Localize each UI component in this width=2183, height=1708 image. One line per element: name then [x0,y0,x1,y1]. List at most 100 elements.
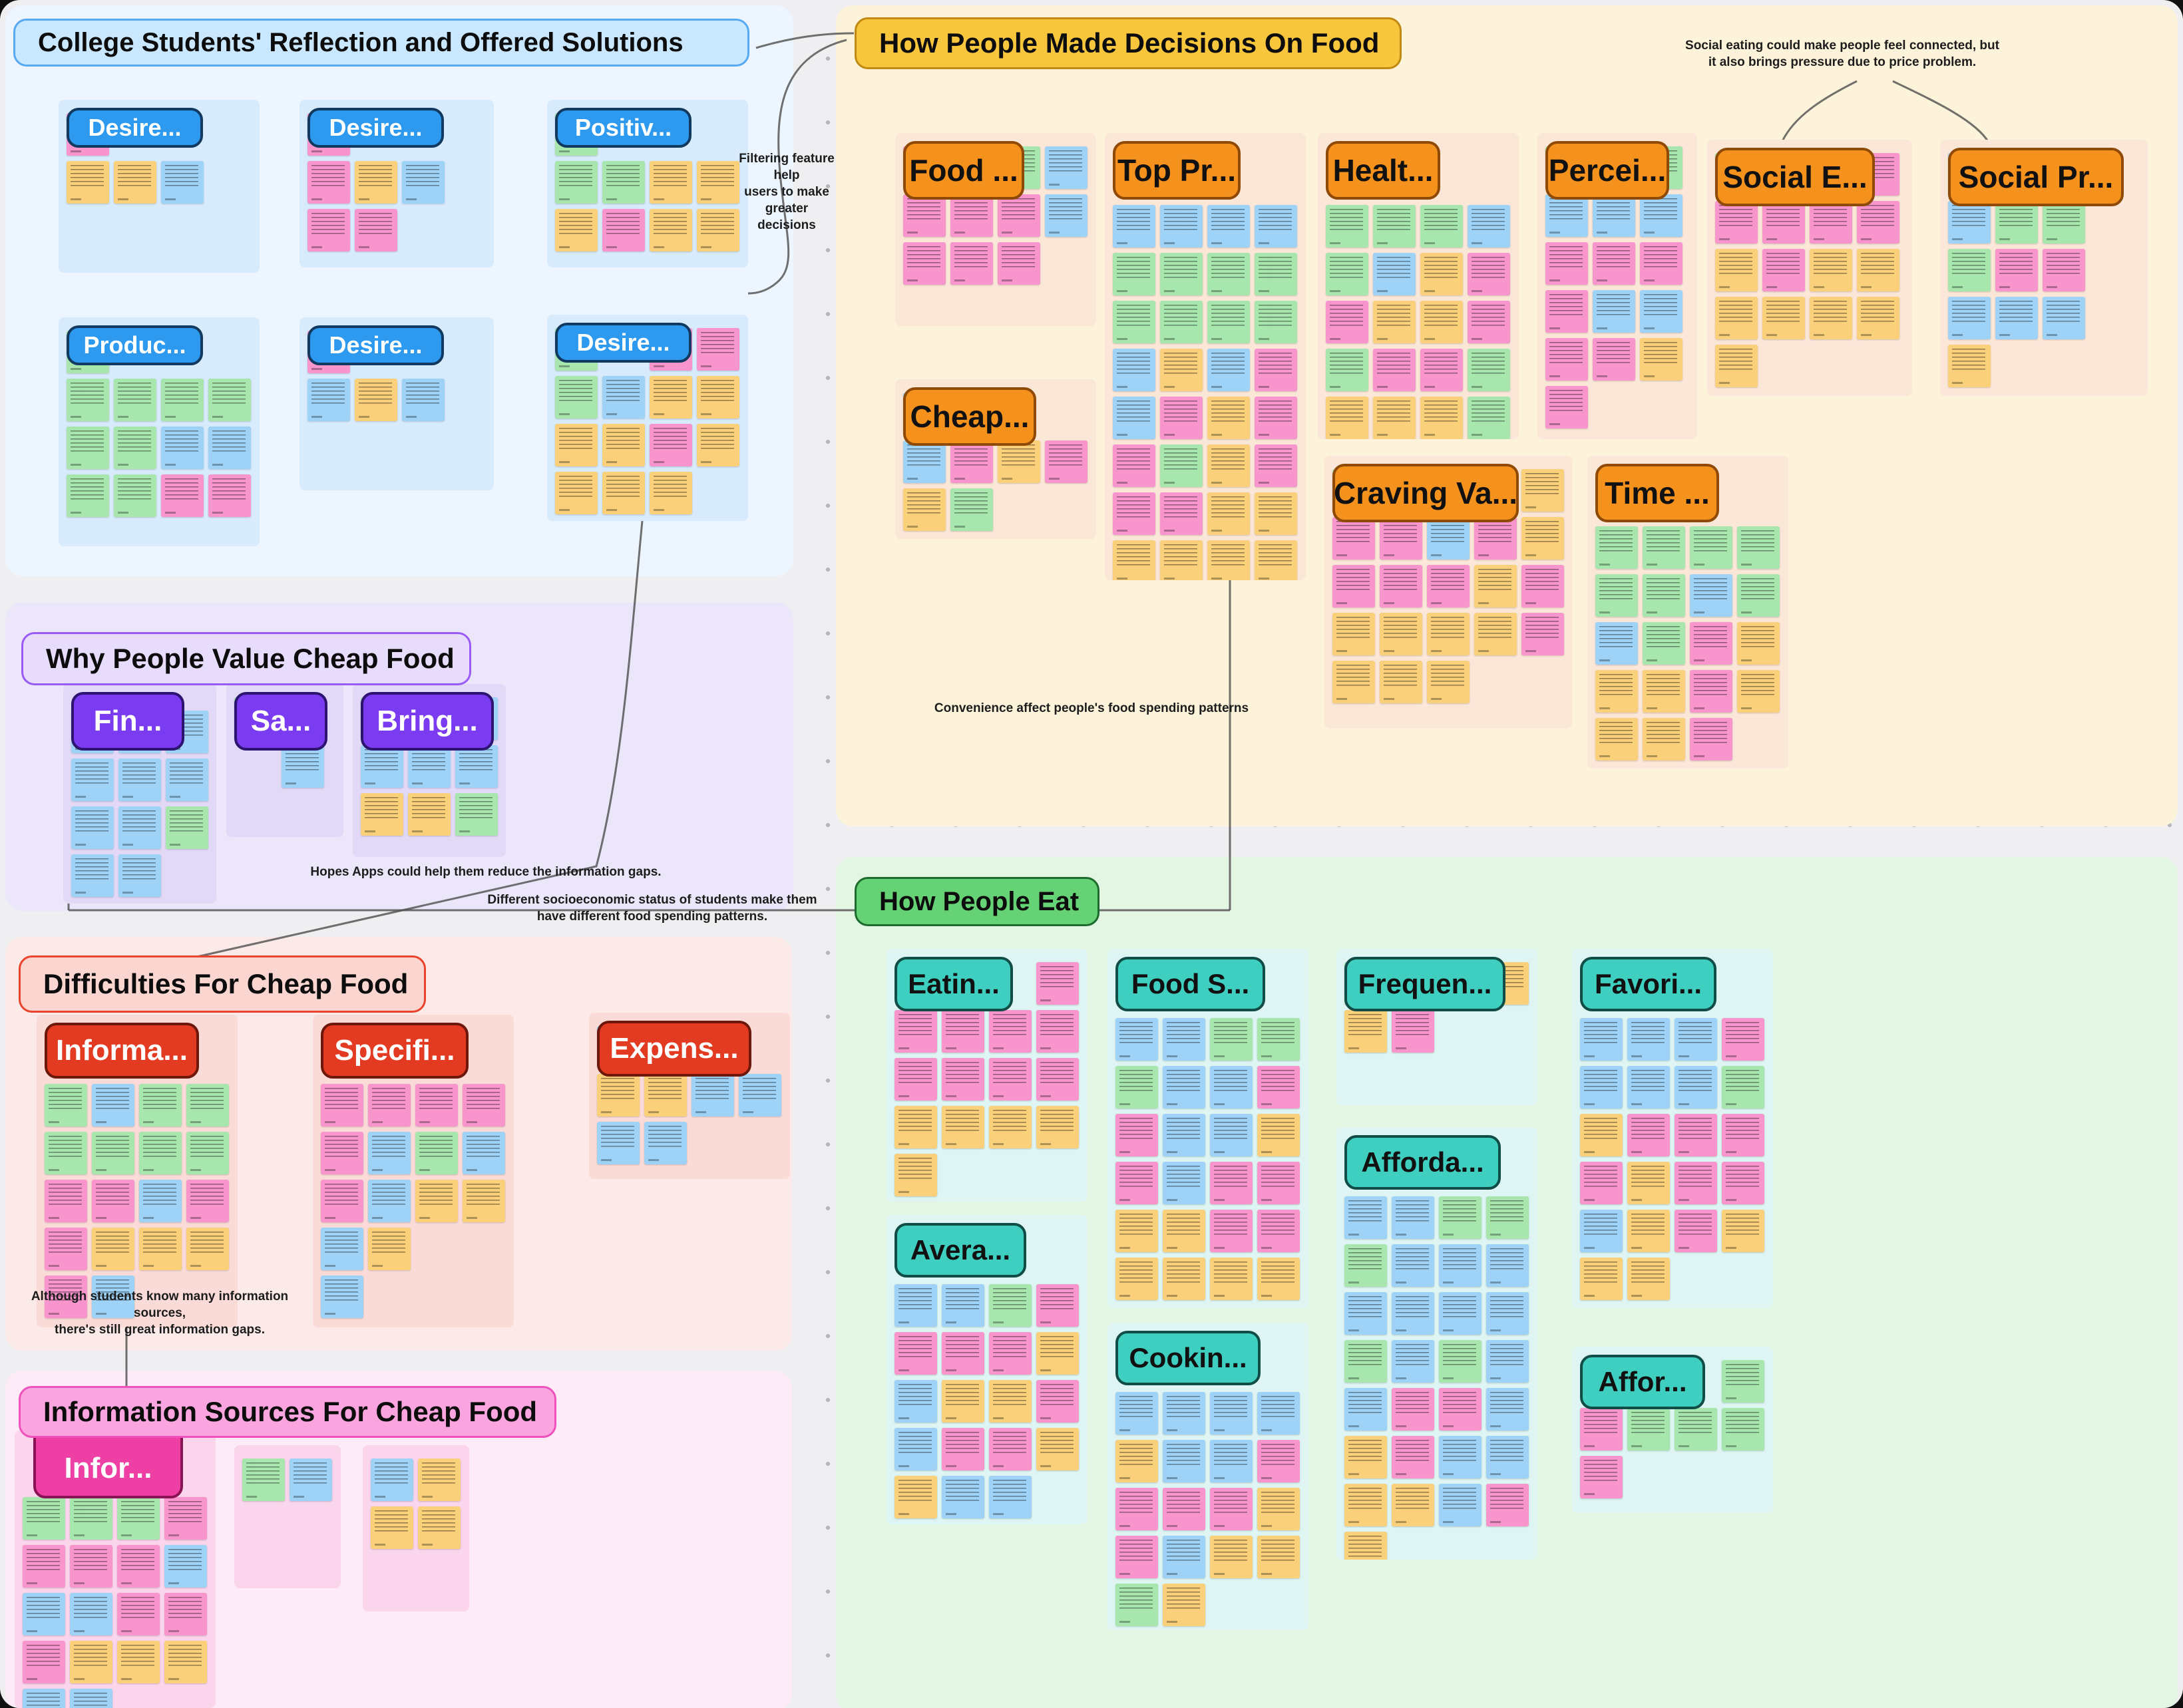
sticky-note[interactable] [1580,1018,1623,1061]
sticky-note[interactable] [1690,622,1732,665]
sticky-note[interactable] [1722,1408,1764,1451]
sticky-note[interactable] [555,209,598,252]
sticky-note[interactable] [989,1476,1032,1518]
sticky-note[interactable] [1439,1196,1482,1239]
how-people-eat-group-pill-0[interactable]: Eatin... [894,957,1013,1011]
sticky-note[interactable] [1810,201,1852,244]
sticky-note[interactable] [23,1641,65,1683]
sticky-note[interactable] [942,1428,984,1470]
sticky-note[interactable] [368,1084,411,1126]
value-cheap-food-group-pill-1[interactable]: Sa... [234,692,327,751]
sticky-note[interactable] [1627,1258,1670,1300]
sticky-note[interactable] [1115,1162,1158,1204]
sticky-note[interactable] [1392,1340,1434,1383]
sticky-note[interactable] [697,161,739,204]
sticky-note[interactable] [555,472,598,514]
sticky-note[interactable] [555,424,598,466]
reflection-group-pill-1[interactable]: Desire... [307,108,444,148]
sticky-note[interactable] [1675,1114,1717,1156]
sticky-note[interactable] [92,1180,134,1222]
sticky-note[interactable] [1255,444,1297,487]
sticky-note[interactable] [463,1084,505,1126]
sticky-note[interactable] [1545,242,1588,285]
how-people-eat-group-pill-3[interactable]: Cookin... [1115,1331,1261,1385]
sticky-note[interactable] [1439,1244,1482,1287]
sticky-note[interactable] [1257,1018,1300,1061]
sticky-note[interactable] [1857,249,1899,291]
sticky-note[interactable] [321,1132,363,1174]
sticky-note[interactable] [186,1228,229,1270]
sticky-note[interactable] [1255,253,1297,295]
sticky-note[interactable] [1257,1488,1300,1530]
sticky-note[interactable] [650,209,692,252]
sticky-note[interactable] [402,379,445,421]
sticky-note[interactable] [1857,201,1899,244]
sticky-note[interactable] [1326,397,1368,439]
sticky-note[interactable] [1627,1162,1670,1204]
sticky-note[interactable] [1392,1292,1434,1335]
sticky-note[interactable] [1627,1210,1670,1252]
sticky-note[interactable] [1722,1018,1764,1061]
sticky-note[interactable] [1332,517,1375,560]
sticky-note[interactable] [321,1276,363,1318]
sticky-note[interactable] [1737,622,1780,665]
sticky-note[interactable] [139,1228,182,1270]
sticky-note[interactable] [1344,1484,1387,1526]
sticky-note[interactable] [463,1180,505,1222]
sticky-note[interactable] [1420,349,1463,391]
sticky-note[interactable] [950,242,993,285]
sticky-note[interactable] [894,1332,937,1375]
sticky-note[interactable] [166,759,208,801]
sticky-note[interactable] [67,379,109,421]
sticky-note[interactable] [989,1428,1032,1470]
sticky-note[interactable] [1640,194,1683,237]
sticky-note[interactable] [1643,622,1685,665]
sticky-note[interactable] [23,1545,65,1588]
sticky-note[interactable] [1627,1018,1670,1061]
sticky-note[interactable] [989,1106,1032,1148]
sticky-note[interactable] [1995,297,2038,339]
sticky-note[interactable] [139,1132,182,1174]
sticky-note[interactable] [1207,205,1250,248]
sticky-note[interactable] [1690,670,1732,713]
sticky-note[interactable] [1715,345,1758,387]
sticky-note[interactable] [1439,1292,1482,1335]
sticky-note[interactable] [1210,1488,1253,1530]
sticky-note[interactable] [1427,613,1470,655]
sticky-note[interactable] [114,474,156,517]
sticky-note[interactable] [307,161,350,204]
sticky-note[interactable] [1207,540,1250,580]
sticky-note[interactable] [1722,1114,1764,1156]
sticky-note[interactable] [697,209,739,252]
sticky-note[interactable] [1580,1456,1623,1498]
sticky-note[interactable] [45,1084,87,1126]
sticky-note[interactable] [894,1010,937,1053]
reflection-group-pill-0[interactable]: Desire... [67,108,203,148]
sticky-note[interactable] [1627,1114,1670,1156]
sticky-note[interactable] [1427,661,1470,703]
sticky-note[interactable] [1474,565,1517,607]
sticky-note[interactable] [1045,194,1088,237]
how-people-eat-group-pill-6[interactable]: Favori... [1580,957,1716,1011]
sticky-note[interactable] [597,1074,640,1116]
sticky-note[interactable] [1257,1536,1300,1578]
sticky-note[interactable] [1036,1380,1079,1423]
annotation-social-eating-note[interactable]: Social eating could make people feel con… [1656,37,2029,71]
sticky-note[interactable] [1210,1210,1253,1252]
sticky-note[interactable] [164,1545,207,1588]
sticky-note[interactable] [942,1010,984,1053]
sticky-note[interactable] [1115,1066,1158,1109]
sticky-note[interactable] [463,1132,505,1174]
sticky-note[interactable] [415,1132,458,1174]
sticky-note[interactable] [1160,301,1203,343]
sticky-note[interactable] [67,161,109,204]
sticky-note[interactable] [1545,386,1588,428]
sticky-note[interactable] [1115,1488,1158,1530]
sticky-note[interactable] [1255,349,1297,391]
sticky-note[interactable] [1160,540,1203,580]
sticky-note[interactable] [650,376,692,419]
sticky-note[interactable] [70,1593,112,1635]
sticky-note[interactable] [1332,661,1375,703]
sticky-note[interactable] [1643,574,1685,617]
